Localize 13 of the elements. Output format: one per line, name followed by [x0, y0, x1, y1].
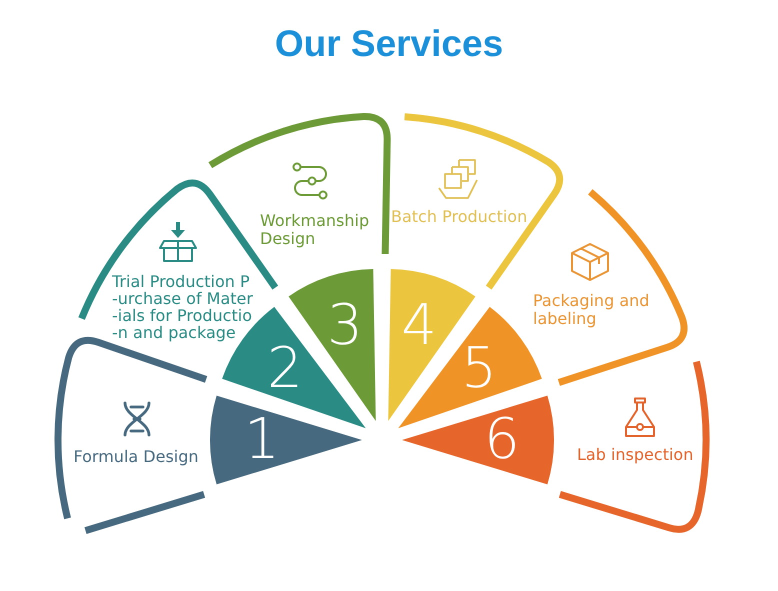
step-number: 5 — [461, 341, 497, 398]
service-label: Lab inspection — [577, 446, 694, 464]
step-number: 1 — [244, 412, 280, 468]
service-label: Workmanship Design — [260, 212, 370, 248]
step-number: 4 — [401, 298, 437, 354]
service-label: Formula Design — [74, 448, 200, 466]
service-label: Packaging and labeling — [533, 292, 650, 328]
service-label: Trial Production P -urchase of Mater -ials for Productio -n and package — [112, 273, 254, 341]
title: Our Services — [274, 22, 504, 65]
step-number: 3 — [327, 298, 363, 354]
step-number: 6 — [484, 412, 520, 468]
step-number: 2 — [267, 341, 303, 398]
service-label: Batch Production — [391, 208, 528, 226]
